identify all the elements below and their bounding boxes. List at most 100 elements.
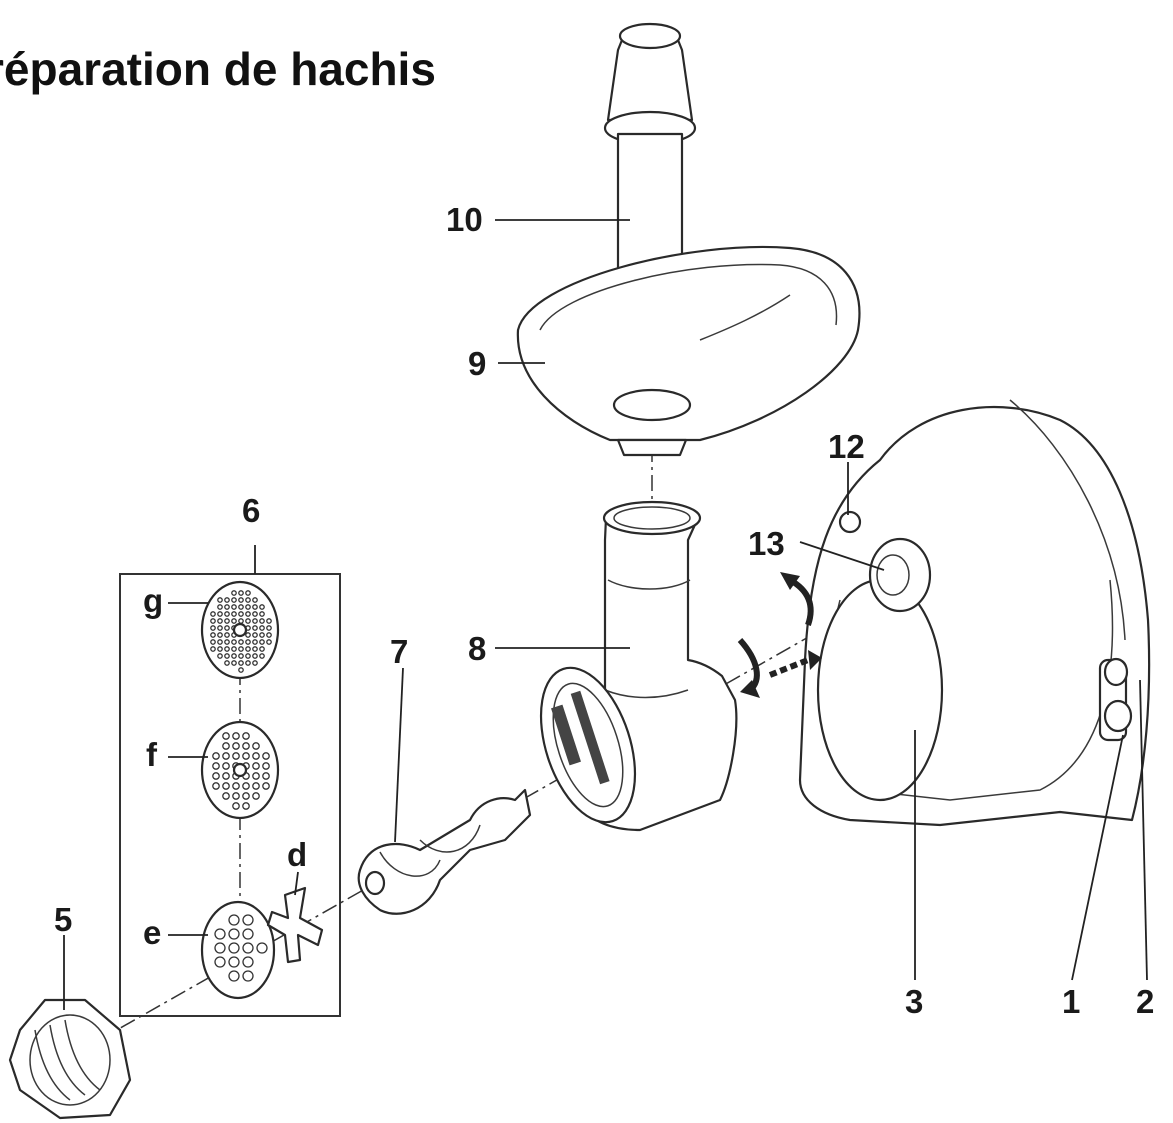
fine-plate [200, 580, 280, 680]
fine-plate-hole [217, 632, 223, 638]
fine-plate-hole [224, 618, 230, 624]
medium-plate-hole [222, 782, 230, 790]
fine-plate-hole [252, 646, 258, 652]
medium-plate-hole [212, 752, 220, 760]
fine-plate-hole [217, 625, 223, 631]
fine-plate-hole [245, 660, 251, 666]
fine-plate-hole [238, 618, 244, 624]
medium-plate-hole [222, 772, 230, 780]
label-fine-plate: g [143, 582, 164, 619]
fine-plate-hole [231, 618, 237, 624]
coarse-plate-hole [228, 928, 240, 940]
medium-plate-hole [232, 732, 240, 740]
coarse-plate-hole [242, 928, 254, 940]
fine-plate-hole [238, 611, 244, 617]
coarse-plate-hole [228, 970, 240, 982]
fine-plate-hole [259, 604, 265, 610]
fine-plate-hole [231, 590, 237, 596]
medium-plate-hole [212, 772, 220, 780]
fine-plate-hole [245, 639, 251, 645]
fine-plate-hole [266, 625, 272, 631]
food-tray [516, 245, 861, 457]
fine-plate-hole [224, 604, 230, 610]
coarse-plate-hole [228, 914, 240, 926]
medium-plate-hole [262, 782, 270, 790]
fine-plate-hole [252, 660, 258, 666]
label-blade: d [287, 836, 308, 873]
medium-plate-hole [232, 742, 240, 750]
label-coarse-plate: e [143, 914, 162, 951]
label-pusher: 10 [446, 201, 483, 238]
medium-plate-hole [222, 792, 230, 800]
motor-housing [798, 399, 1151, 827]
fine-plate-hole [266, 639, 272, 645]
leader-13 [799, 541, 885, 571]
grinder-body [539, 500, 738, 832]
fine-plate-hole [217, 611, 223, 617]
label-grinder-body: 8 [468, 630, 487, 667]
coarse-plate-hole [242, 914, 254, 926]
fine-plate-hole [252, 597, 258, 603]
fine-plate-hole [231, 646, 237, 652]
fine-plate-hole [224, 653, 230, 659]
fine-plate-hole [252, 632, 258, 638]
cutting-blade [266, 886, 324, 964]
medium-plate-hole [232, 752, 240, 760]
fine-plate-hole [238, 660, 244, 666]
label-motor-housing: 3 [905, 983, 924, 1020]
fine-plate-hole [252, 611, 258, 617]
fine-plate-hole [210, 646, 216, 652]
label-auger: 7 [390, 633, 409, 670]
medium-plate-hole [232, 782, 240, 790]
medium-plate-hole [222, 732, 230, 740]
fine-plate-hole [224, 597, 230, 603]
medium-plate-hole [252, 792, 260, 800]
fine-plate-hole [224, 639, 230, 645]
switch-upper [1103, 657, 1129, 687]
medium-plate-hole [242, 802, 250, 810]
fine-plate-hole [259, 653, 265, 659]
label-medium-plate: f [146, 736, 157, 773]
fine-plate-hole [252, 653, 258, 659]
coarse-plate-hole [214, 942, 226, 954]
fine-plate-hole [266, 632, 272, 638]
leader-1 [1071, 734, 1124, 981]
fine-plate-hole [238, 653, 244, 659]
fine-plate-hole [210, 618, 216, 624]
fine-plate-hole [231, 597, 237, 603]
fine-plate-hole [252, 639, 258, 645]
medium-plate-hole [252, 782, 260, 790]
label-drive-socket: 13 [748, 525, 785, 562]
fine-plate-hole [245, 653, 251, 659]
medium-plate-hole [252, 772, 260, 780]
medium-plate-hole [232, 792, 240, 800]
medium-plate-hole [242, 782, 250, 790]
fine-plate-hole [224, 660, 230, 666]
label-plate-set: 6 [242, 492, 261, 529]
fine-plate-hole [245, 604, 251, 610]
fine-plate-hole [259, 632, 265, 638]
fine-plate-hole [231, 653, 237, 659]
medium-plate-hole [232, 802, 240, 810]
coarse-plate-hole [242, 942, 254, 954]
fine-plate-hole [245, 611, 251, 617]
fine-plate-hole [252, 618, 258, 624]
coarse-plate [200, 900, 276, 1000]
fine-plate-hole [245, 618, 251, 624]
fine-plate-hole [238, 639, 244, 645]
rotation-arrows [737, 572, 822, 698]
medium-plate-hole [242, 732, 250, 740]
leader-2 [1139, 679, 1148, 981]
fine-plate-hole [217, 653, 223, 659]
fine-plate-hole [231, 639, 237, 645]
page-title: réparation de hachis [0, 43, 436, 95]
switch-lower [1103, 699, 1133, 733]
housing-front-recess [816, 578, 944, 802]
fine-plate-hole [238, 667, 244, 673]
fine-plate-hole [217, 618, 223, 624]
plate-set-box [119, 573, 341, 1017]
label-switch-2: 2 [1136, 983, 1155, 1020]
coarse-plate-hole [214, 928, 226, 940]
fine-plate-hole [210, 611, 216, 617]
